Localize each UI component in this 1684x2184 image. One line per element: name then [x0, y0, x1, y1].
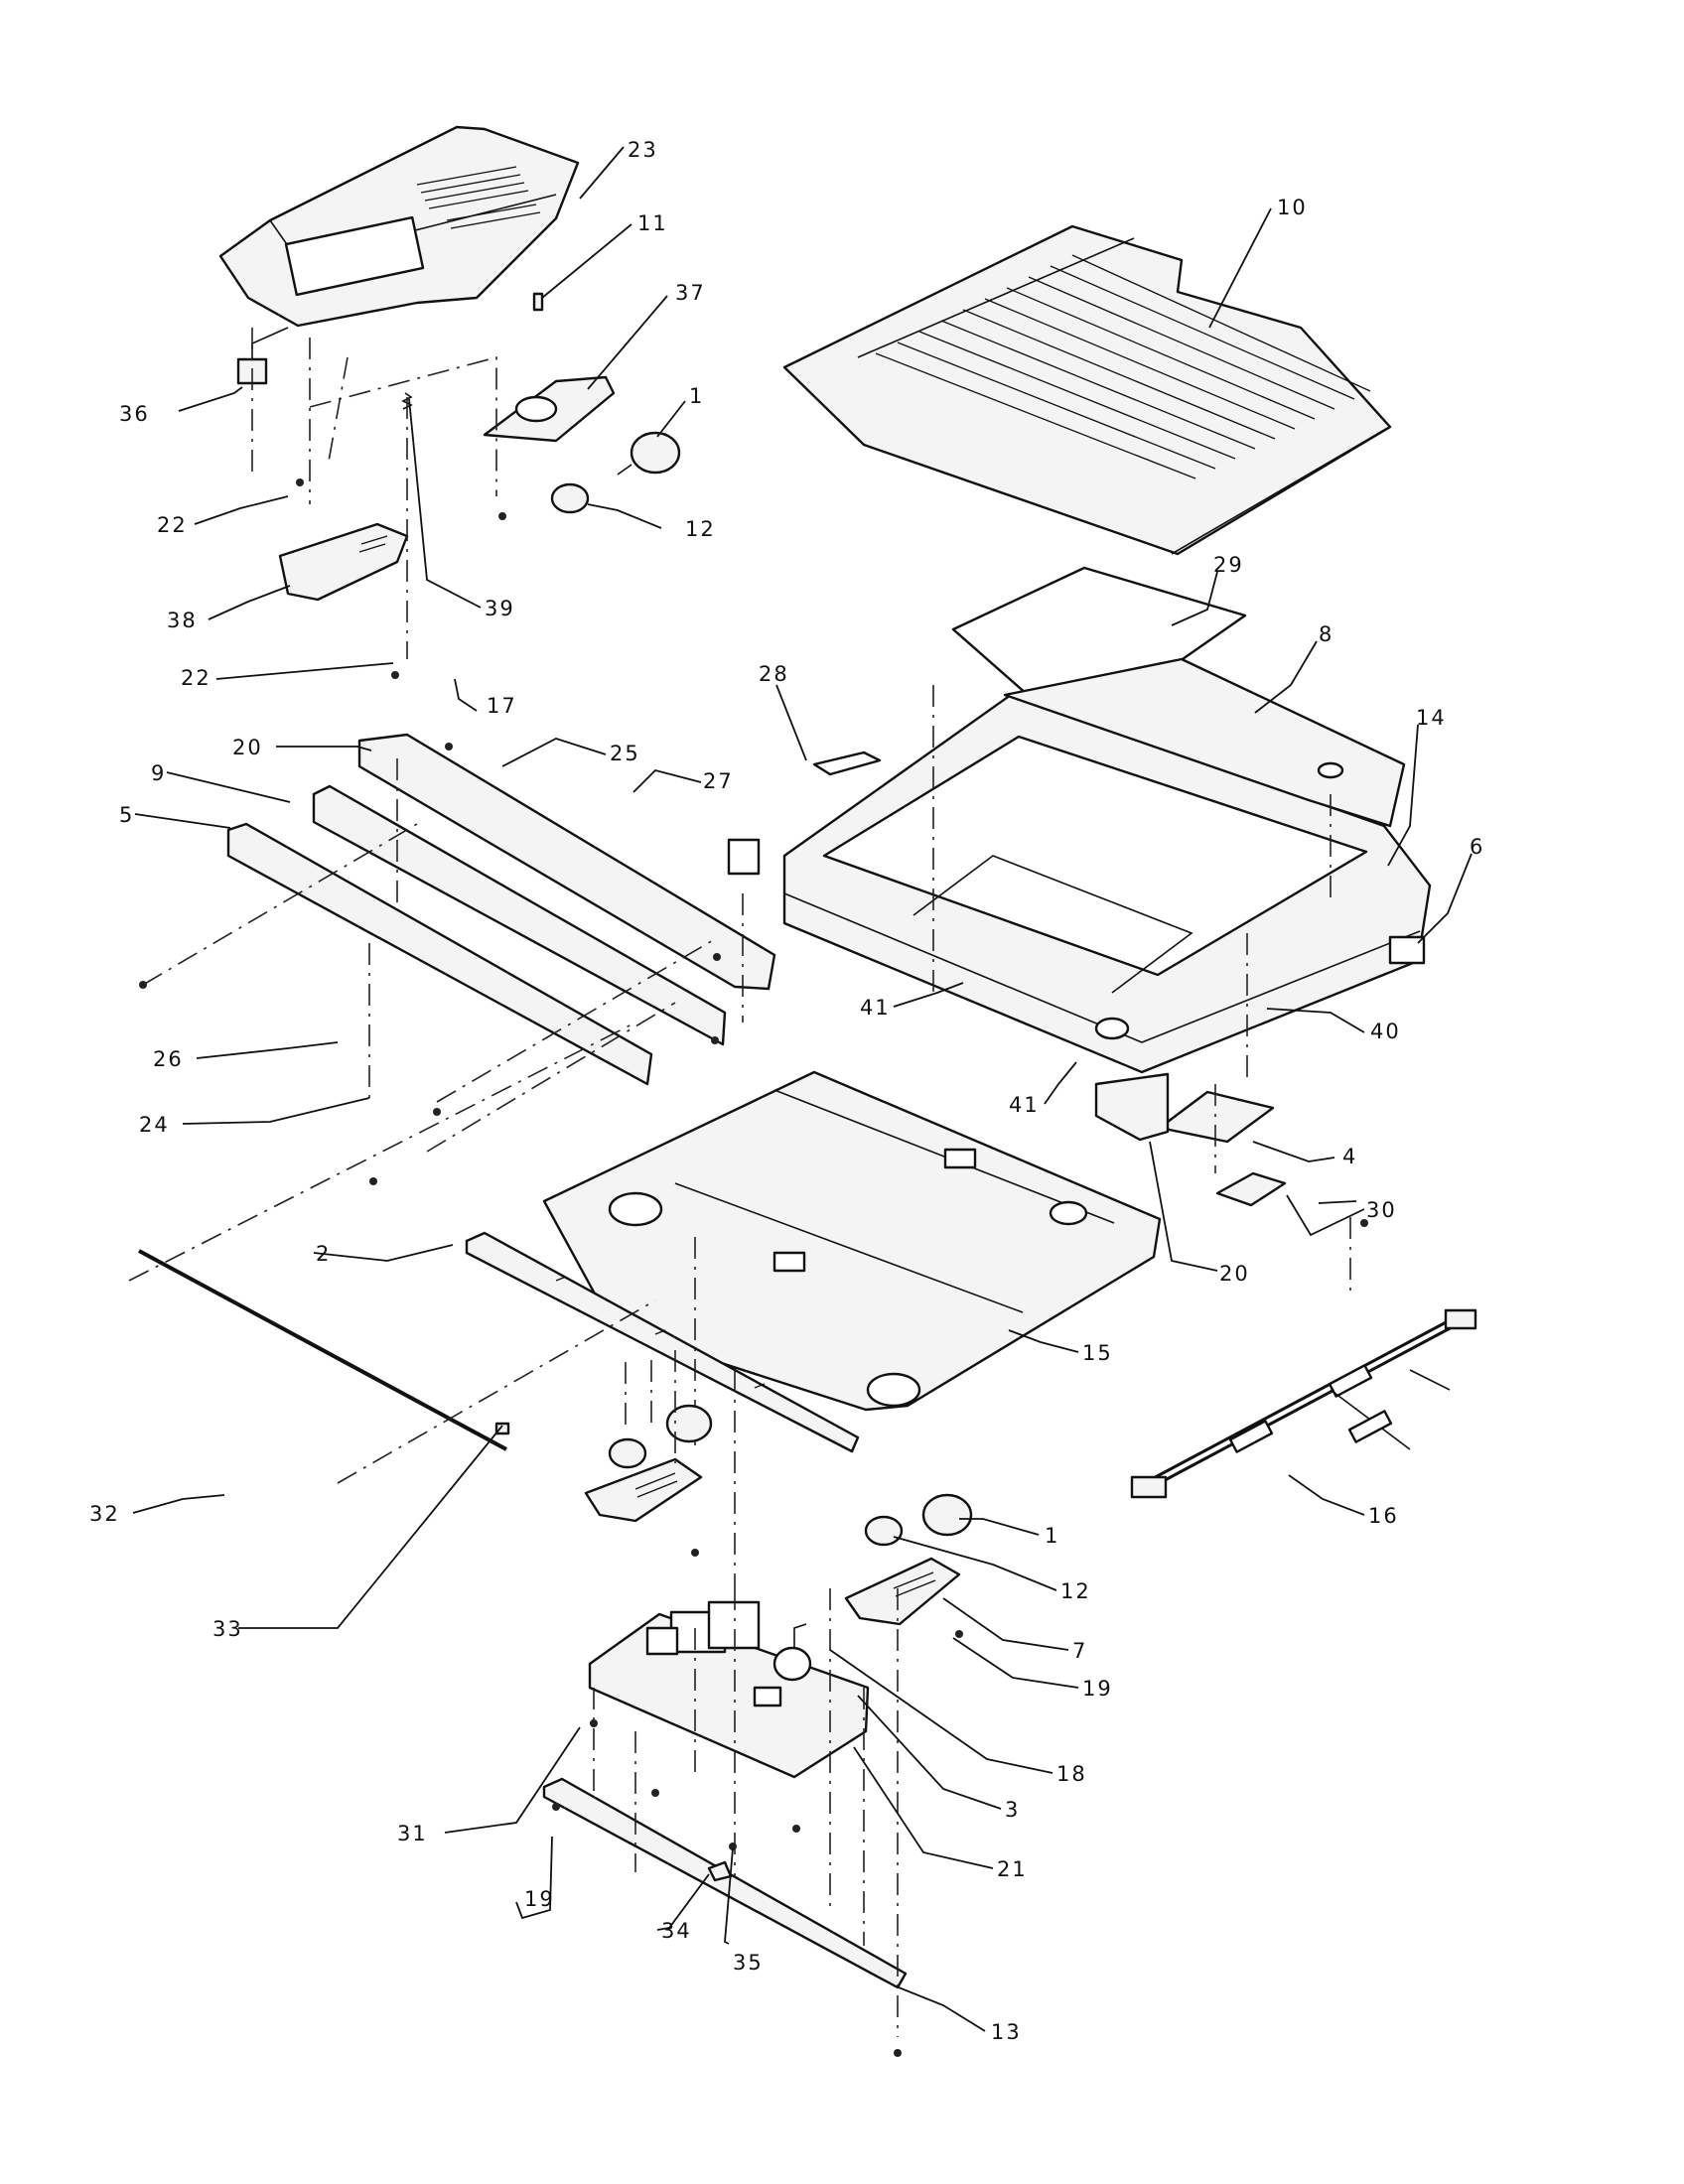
part-1-light-bulb-lower-left — [665, 1404, 713, 1443]
callout-20-upper: 20 — [232, 736, 263, 759]
callout-24: 24 — [139, 1113, 170, 1137]
callout-38: 38 — [167, 609, 198, 632]
callout-19-left: 19 — [524, 1887, 555, 1911]
part-1-light-bulb-upper — [617, 431, 681, 476]
part-8-crisper-cover — [1003, 657, 1406, 828]
part-12-lamp-socket-upper — [550, 482, 590, 514]
part-5-shelf-trim-front — [226, 822, 653, 1086]
part-4-plate — [1215, 1171, 1287, 1207]
part-1-light-bulb-lower-right — [921, 1493, 973, 1537]
callout-35: 35 — [733, 1951, 764, 1975]
callout-leaders — [132, 146, 1473, 2032]
callout-33: 33 — [212, 1617, 243, 1641]
callout-32: 32 — [89, 1502, 120, 1526]
callout-25: 25 — [610, 742, 640, 765]
part-9-shelf-trim — [312, 784, 727, 1046]
callout-30: 30 — [1366, 1198, 1397, 1222]
callout-21: 21 — [997, 1857, 1028, 1881]
callout-40: 40 — [1370, 1020, 1401, 1043]
callout-11: 11 — [637, 211, 668, 235]
callout-41-lower: 41 — [1009, 1093, 1040, 1117]
callout-8: 8 — [1319, 622, 1333, 646]
callout-19-right: 19 — [1082, 1677, 1113, 1701]
callout-15: 15 — [1082, 1341, 1113, 1365]
callout-27: 27 — [703, 769, 734, 793]
part-16-wire-harness — [1130, 1308, 1477, 1499]
callout-10: 10 — [1277, 196, 1308, 219]
callout-2: 2 — [316, 1242, 331, 1266]
callout-9: 9 — [151, 761, 166, 785]
callout-1-lower: 1 — [1045, 1524, 1059, 1548]
part-20-spacer — [1094, 1072, 1170, 1142]
callout-4: 4 — [1342, 1145, 1357, 1168]
part-39-spring — [401, 392, 413, 410]
callout-17: 17 — [487, 694, 517, 718]
part-33-clip — [494, 1422, 510, 1435]
part-6-label — [1388, 935, 1426, 965]
part-32-rod — [138, 1249, 507, 1451]
part-2-front-rail — [465, 1231, 860, 1453]
part-38-bracket — [278, 522, 409, 602]
part-14-crisper-frame — [782, 693, 1432, 1074]
part-36-connector — [236, 327, 289, 385]
callout-36: 36 — [119, 402, 150, 426]
callout-14: 14 — [1416, 706, 1447, 730]
callout-22-upper: 22 — [157, 513, 188, 537]
callout-3: 3 — [1005, 1798, 1020, 1822]
part-40-bracket — [1158, 1090, 1275, 1144]
part-7-lamp-cover-lower-right — [844, 1557, 961, 1626]
callout-12-lower: 12 — [1060, 1579, 1091, 1603]
callout-34: 34 — [661, 1919, 692, 1943]
part-10-ribbed-shelf — [782, 224, 1392, 556]
part-37-lamp-bracket — [483, 375, 616, 443]
callout-29: 29 — [1213, 553, 1244, 577]
callout-31: 31 — [397, 1822, 428, 1845]
fastener-screws — [139, 478, 1368, 2057]
callout-5: 5 — [119, 803, 134, 827]
part-7-lamp-cover-lower-left — [584, 1457, 703, 1523]
callout-41-upper: 41 — [860, 996, 891, 1020]
callout-23: 23 — [628, 138, 658, 162]
callout-12-upper: 12 — [685, 517, 716, 541]
callout-18: 18 — [1056, 1762, 1087, 1786]
part-21-control-board — [588, 1600, 870, 1779]
part-23-control-housing — [218, 125, 580, 328]
callout-28: 28 — [759, 662, 789, 686]
part-cover-plate — [727, 838, 761, 876]
part-12-lamp-socket-lower-right — [864, 1515, 904, 1547]
part-11-clip — [532, 292, 544, 312]
callout-20-lower: 20 — [1219, 1262, 1250, 1286]
callout-7: 7 — [1072, 1639, 1087, 1663]
callout-13: 13 — [991, 2020, 1022, 2044]
callout-labels: 23 11 37 36 1 12 22 38 39 22 10 29 28 8 … — [89, 138, 1484, 2044]
part-28-label — [812, 751, 882, 776]
part-15-main-shelf — [542, 1070, 1162, 1412]
callout-1-upper: 1 — [689, 384, 704, 408]
callout-26: 26 — [153, 1047, 184, 1071]
callout-22-lower: 22 — [181, 666, 211, 690]
callout-37: 37 — [675, 281, 706, 305]
part-13-bottom-rail — [542, 1777, 908, 1989]
callout-16: 16 — [1368, 1504, 1399, 1528]
part-25-shelf-trim — [357, 733, 776, 991]
callout-6: 6 — [1470, 835, 1484, 859]
part-12-lamp-socket-lower-left — [608, 1437, 647, 1469]
callout-39: 39 — [485, 597, 515, 620]
